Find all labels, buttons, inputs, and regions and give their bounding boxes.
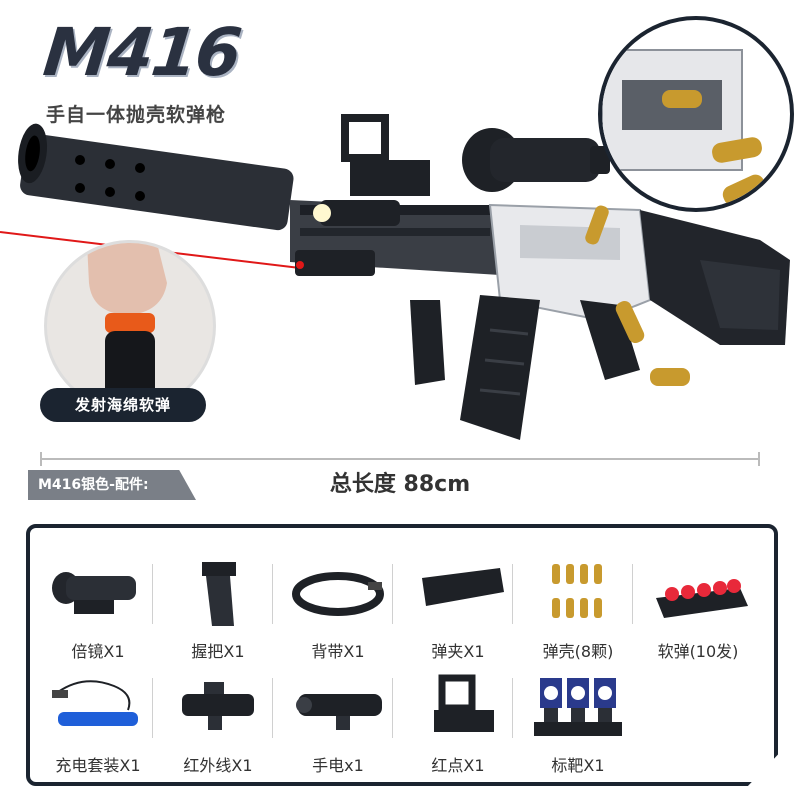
- accessory-label: 红外线X1: [183, 756, 253, 775]
- brand-title: M416: [39, 14, 244, 91]
- divider: [512, 564, 513, 624]
- charger-icon: [52, 680, 138, 726]
- accessory-foam-darts: 软弹(10发): [638, 554, 758, 664]
- foam-dart-badge: 发射海绵软弹: [40, 388, 206, 422]
- accessory-grip: 握把X1: [158, 554, 278, 664]
- stock: [640, 210, 790, 345]
- accessory-label: 背带X1: [311, 642, 365, 661]
- accessory-charger: 充电套装X1: [38, 668, 158, 778]
- accessory-laser: 红外线X1: [158, 668, 278, 778]
- accessory-label: 弹夹X1: [431, 642, 485, 661]
- magazine-icon: [422, 568, 504, 606]
- accessories-panel: [26, 524, 778, 786]
- accessory-sling: 背带X1: [278, 554, 398, 664]
- product-subtitle: 手自一体抛壳软弹枪: [46, 104, 227, 126]
- accessory-label: 标靶X1: [551, 756, 605, 775]
- accessory-target: 标靶X1: [518, 668, 638, 778]
- accessory-label: 倍镜X1: [71, 642, 125, 661]
- shell-casings-icon: [552, 564, 602, 618]
- accessory-label: 软弹(10发): [657, 642, 739, 661]
- foam-dart-photo: [44, 240, 216, 412]
- ejection-port-icon: [602, 49, 766, 206]
- divider: [392, 678, 393, 738]
- length-measure-line: [40, 452, 760, 466]
- divider: [392, 564, 393, 624]
- grip-icon: [202, 562, 236, 626]
- accessory-label: 手电x1: [312, 756, 364, 775]
- target-icon: [534, 678, 622, 736]
- shell-ejection-inset: [598, 16, 794, 212]
- red-dot-icon: [434, 674, 494, 732]
- flashlight-icon: [296, 694, 382, 730]
- accessory-scope: 倍镜X1: [38, 554, 158, 664]
- ejected-shells: [585, 205, 690, 386]
- accessory-label: 握把X1: [191, 642, 245, 661]
- accessory-red-dot: 红点X1: [398, 668, 518, 778]
- foam-darts-icon: [656, 579, 748, 618]
- accessory-label: 弹壳(8颗): [542, 642, 614, 661]
- divider: [272, 678, 273, 738]
- accessory-label: 红点X1: [431, 756, 485, 775]
- divider: [512, 678, 513, 738]
- scope-icon: [52, 572, 136, 614]
- pistol-grip: [580, 300, 640, 380]
- laser-icon: [182, 682, 254, 730]
- divider: [272, 564, 273, 624]
- parts-tag: M416银色-配件:: [28, 470, 196, 500]
- magazine: [460, 295, 540, 440]
- suppressor: [18, 123, 294, 231]
- accessory-flashlight: 手电x1: [278, 668, 398, 778]
- foregrip: [410, 300, 445, 385]
- laser-module: [295, 250, 375, 276]
- rifle-image: [0, 114, 790, 440]
- accessories-grid: 倍镜X1 握把X1 背带X1 弹夹X1: [34, 534, 770, 778]
- divider: [152, 564, 153, 624]
- red-dot-sight: [341, 114, 430, 196]
- scope: [462, 128, 610, 192]
- divider: [152, 678, 153, 738]
- finger-with-dart-icon: [87, 243, 167, 401]
- accessory-shells: 弹壳(8颗): [518, 554, 638, 664]
- flashlight: [320, 200, 400, 226]
- sling-icon: [292, 572, 384, 616]
- divider: [632, 564, 633, 624]
- accessory-label: 充电套装X1: [55, 756, 141, 775]
- accessory-magazine: 弹夹X1: [398, 554, 518, 664]
- total-length-label: 总长度 88cm: [329, 472, 471, 497]
